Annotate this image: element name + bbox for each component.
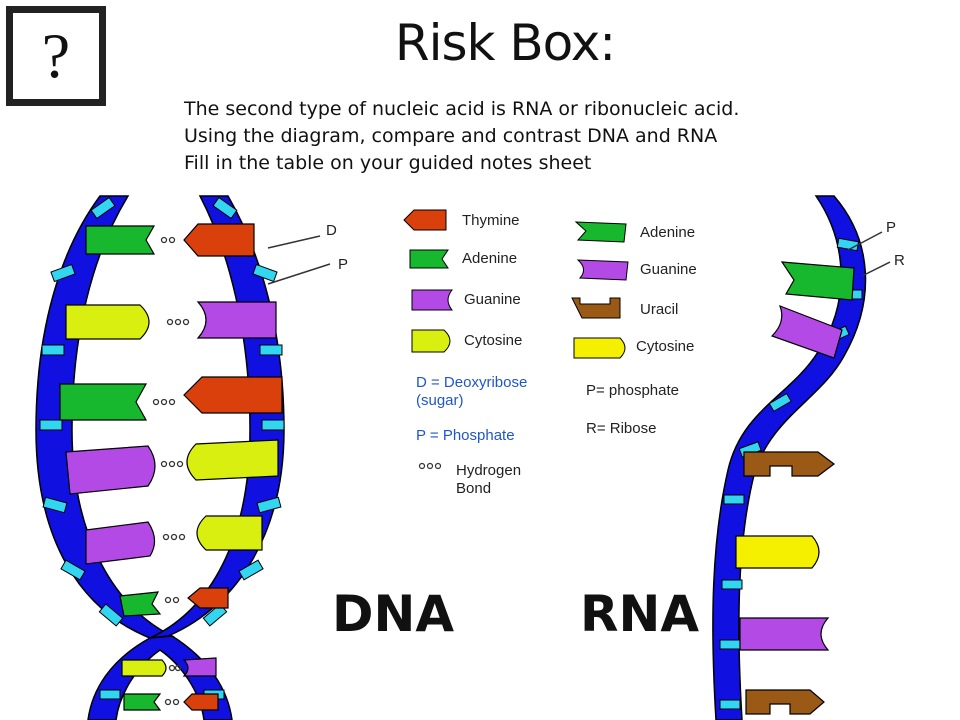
dna-base-guanine-2 — [196, 301, 277, 339]
instruction-line-3: Fill in the table on your guided notes s… — [184, 152, 592, 174]
instructions: The second type of nucleic acid is RNA o… — [184, 96, 739, 177]
legend-rna-cytosine-label: Cytosine — [636, 338, 695, 355]
legend-rna-phosphate-def: P= phosphate — [586, 382, 679, 399]
question-mark-glyph: ? — [41, 20, 71, 91]
legend-hbond-label-2: Bond — [456, 480, 492, 497]
dna-lower-loop — [87, 635, 233, 720]
legend-rna-adenine-swatch — [574, 221, 627, 243]
instruction-line-1: The second type of nucleic acid is RNA o… — [184, 98, 740, 120]
rna-base-adenine-1 — [780, 261, 855, 301]
legend-deoxyribose-def: D = Deoxyribose — [416, 374, 528, 391]
legend-guanine-label: Guanine — [464, 291, 521, 308]
dna-base-guanine-5 — [85, 521, 156, 565]
page-title: Risk Box: — [394, 14, 616, 72]
dna-base-cytosine-4 — [186, 439, 279, 481]
question-mark-icon: ? — [6, 6, 106, 106]
dna-base-adenine-3 — [59, 383, 148, 421]
dna-left-rungs — [39, 196, 124, 627]
rna-label: RNA — [580, 585, 700, 643]
legend-adenine-label: Adenine — [462, 250, 518, 267]
legend-rna-guanine-label: Guanine — [640, 261, 697, 278]
dna-label: DNA — [332, 585, 455, 643]
dna-base-adenine-1 — [85, 225, 156, 255]
legend-hbond-icon — [418, 462, 442, 470]
dna-base-guanine-7 — [182, 657, 217, 677]
rna-p-pointer-label: P — [886, 219, 897, 236]
legend-adenine-swatch — [409, 249, 449, 269]
legend-thymine-swatch — [403, 209, 447, 231]
legend-cytosine-swatch — [411, 329, 451, 353]
legend-hbond-label-1: Hydrogen — [456, 462, 522, 479]
dna-base-thymine-3 — [183, 376, 283, 414]
legend-rna-adenine-label: Adenine — [640, 224, 696, 241]
instruction-line-2: Using the diagram, compare and contrast … — [184, 125, 718, 147]
dna-base-adenine-6 — [119, 591, 162, 617]
legend-rna-uracil-label: Uracil — [640, 301, 679, 318]
dna-hydrogen-bonds — [152, 236, 190, 706]
rna-base-guanine-5 — [739, 617, 830, 651]
legend-phosphate-def: P = Phosphate — [416, 427, 515, 444]
legend-dna-swatches — [403, 209, 454, 470]
dna-p-pointer-label: P — [338, 256, 349, 273]
rna-strand — [712, 195, 891, 720]
rna-base-guanine-2 — [770, 304, 843, 359]
dna-right-backbone — [149, 195, 285, 639]
dna-base-thymine-6 — [187, 587, 229, 609]
dna-p-pointer-line — [267, 263, 331, 285]
dna-base-cytosine-7 — [121, 659, 167, 677]
legend-rna-cytosine-swatch — [573, 337, 626, 359]
rna-r-pointer-line — [861, 261, 891, 277]
legend-rna-uracil-swatch — [571, 297, 621, 319]
rna-base-uracil-6 — [745, 689, 825, 715]
dna-base-cytosine-5 — [196, 515, 263, 551]
dna-d-pointer-label: D — [326, 222, 337, 239]
legend-guanine-swatch — [411, 289, 454, 311]
dna-base-thymine-1 — [183, 223, 255, 257]
dna-base-thymine-8 — [183, 693, 219, 711]
rna-base-uracil-3 — [743, 451, 835, 477]
rna-r-pointer-label: R — [894, 252, 905, 269]
dna-base-cytosine-2 — [65, 304, 150, 340]
dna-helix — [35, 195, 331, 720]
rna-p-pointer-line — [847, 231, 883, 251]
legend-rna-ribose-def: R= Ribose — [586, 420, 657, 437]
legend-thymine-label: Thymine — [462, 212, 520, 229]
rna-base-cytosine-4 — [735, 535, 820, 569]
legend-cytosine-label: Cytosine — [464, 332, 523, 349]
dna-base-guanine-4 — [65, 445, 156, 495]
dna-base-adenine-8 — [123, 693, 162, 711]
dna-d-pointer-line — [267, 235, 321, 249]
legend-rna-guanine-swatch — [576, 259, 629, 281]
legend-rna-swatches — [571, 221, 629, 359]
legend-deoxyribose-sugar: (sugar) — [416, 392, 464, 409]
